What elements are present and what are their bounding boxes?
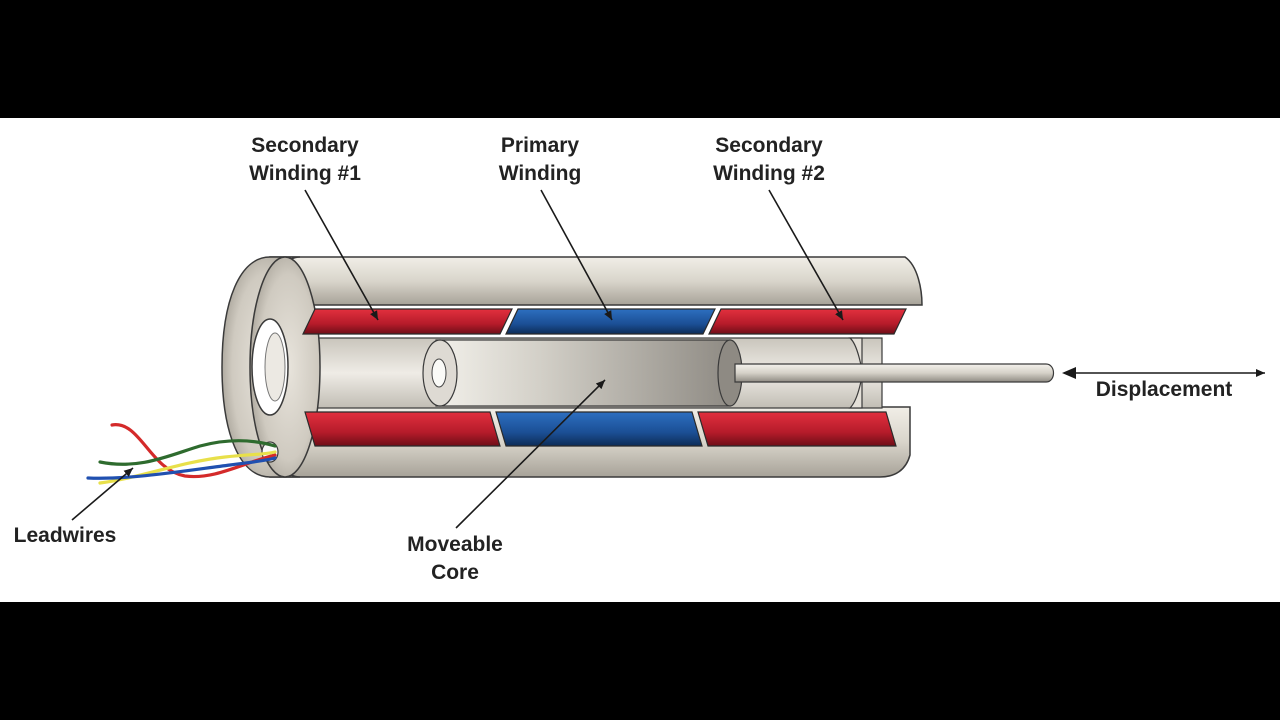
leader-primary xyxy=(540,189,613,321)
primary-winding-bottom xyxy=(495,411,703,447)
secondary-winding-1-top xyxy=(302,308,513,335)
leader-secondary-2 xyxy=(768,189,844,321)
label-core-line2: Core xyxy=(431,561,479,584)
label-core-line1: Moveable xyxy=(407,533,503,556)
windings-bottom xyxy=(304,411,897,447)
label-primary-line2: Winding xyxy=(499,162,582,185)
windings-top xyxy=(302,308,907,335)
labels: Secondary Winding #1 Primary Winding Sec… xyxy=(14,134,1233,584)
secondary-winding-2-top xyxy=(708,308,907,335)
primary-winding-top xyxy=(505,308,716,335)
label-secondary-1-line1: Secondary xyxy=(251,134,359,157)
leader-lines xyxy=(71,189,1265,529)
label-secondary-2-line1: Secondary xyxy=(715,134,823,157)
wire-green xyxy=(98,439,277,466)
core-rod xyxy=(734,363,1055,383)
label-displacement: Displacement xyxy=(1096,378,1233,401)
label-secondary-1-line2: Winding #1 xyxy=(249,162,361,185)
leader-secondary-1 xyxy=(304,189,379,321)
secondary-winding-2-bottom xyxy=(697,411,897,447)
leader-leadwires xyxy=(71,467,134,521)
label-leadwires: Leadwires xyxy=(14,524,117,547)
label-primary-line1: Primary xyxy=(501,134,580,157)
displacement-arrow-left-head xyxy=(1062,367,1076,379)
secondary-winding-1-bottom xyxy=(304,411,501,447)
moveable-core xyxy=(422,339,743,407)
leader-core xyxy=(455,379,606,529)
label-secondary-2-line2: Winding #2 xyxy=(713,162,825,185)
